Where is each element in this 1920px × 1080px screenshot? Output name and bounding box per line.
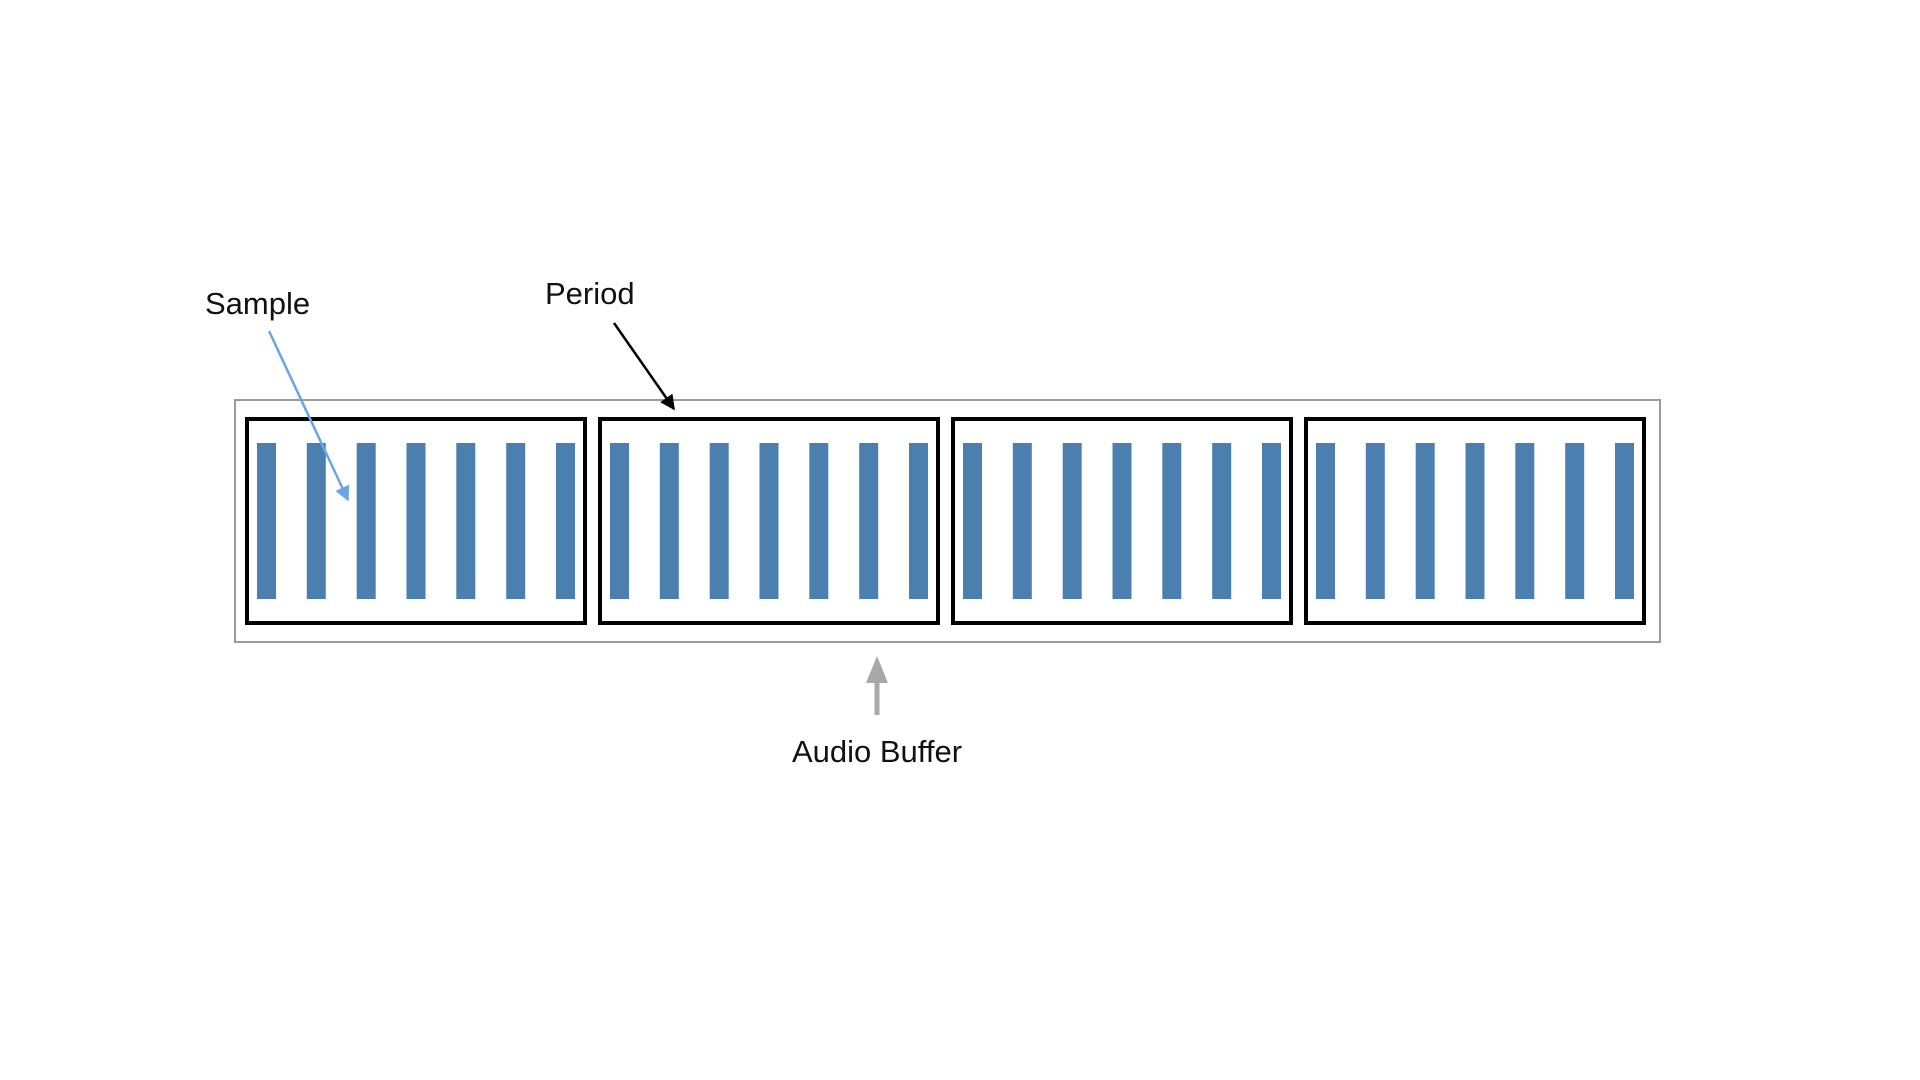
period-box (598, 417, 940, 625)
sample-bar (1565, 443, 1585, 599)
sample-bar (963, 443, 982, 599)
sample-bar (659, 443, 679, 599)
sample-bar (556, 443, 575, 599)
sample-bar (1262, 443, 1281, 599)
sample-bar (406, 443, 426, 599)
sample-label: Sample (205, 286, 310, 321)
sample-bar (709, 443, 729, 599)
sample-bar (809, 443, 829, 599)
sample-bar (306, 443, 326, 599)
periods-group (245, 417, 1646, 625)
sample-bar (1515, 443, 1535, 599)
sample-bar (1316, 443, 1335, 599)
period-arrow (612, 322, 676, 411)
sample-bar (610, 443, 629, 599)
sample-bar (1062, 443, 1082, 599)
sample-bar (456, 443, 476, 599)
sample-bar (1415, 443, 1435, 599)
sample-bar (1012, 443, 1032, 599)
sample-bar (257, 443, 276, 599)
sample-arrow (267, 330, 350, 502)
sample-bar (506, 443, 526, 599)
sample-bar (859, 443, 879, 599)
sample-bar (1162, 443, 1182, 599)
period-label: Period (545, 276, 635, 311)
audio-buffer-frame (234, 399, 1661, 643)
audio-buffer-arrow-head (866, 656, 888, 683)
sample-bar (1212, 443, 1232, 599)
sample-bar (356, 443, 376, 599)
period-box (951, 417, 1293, 625)
period-box (1304, 417, 1646, 625)
sample-bar (909, 443, 928, 599)
sample-bar (1465, 443, 1485, 599)
sample-bar (1365, 443, 1385, 599)
sample-bar (759, 443, 779, 599)
period-box (245, 417, 587, 625)
sample-bar (1112, 443, 1132, 599)
audio-buffer-label: Audio Buffer (792, 734, 962, 769)
sample-bar (1615, 443, 1634, 599)
